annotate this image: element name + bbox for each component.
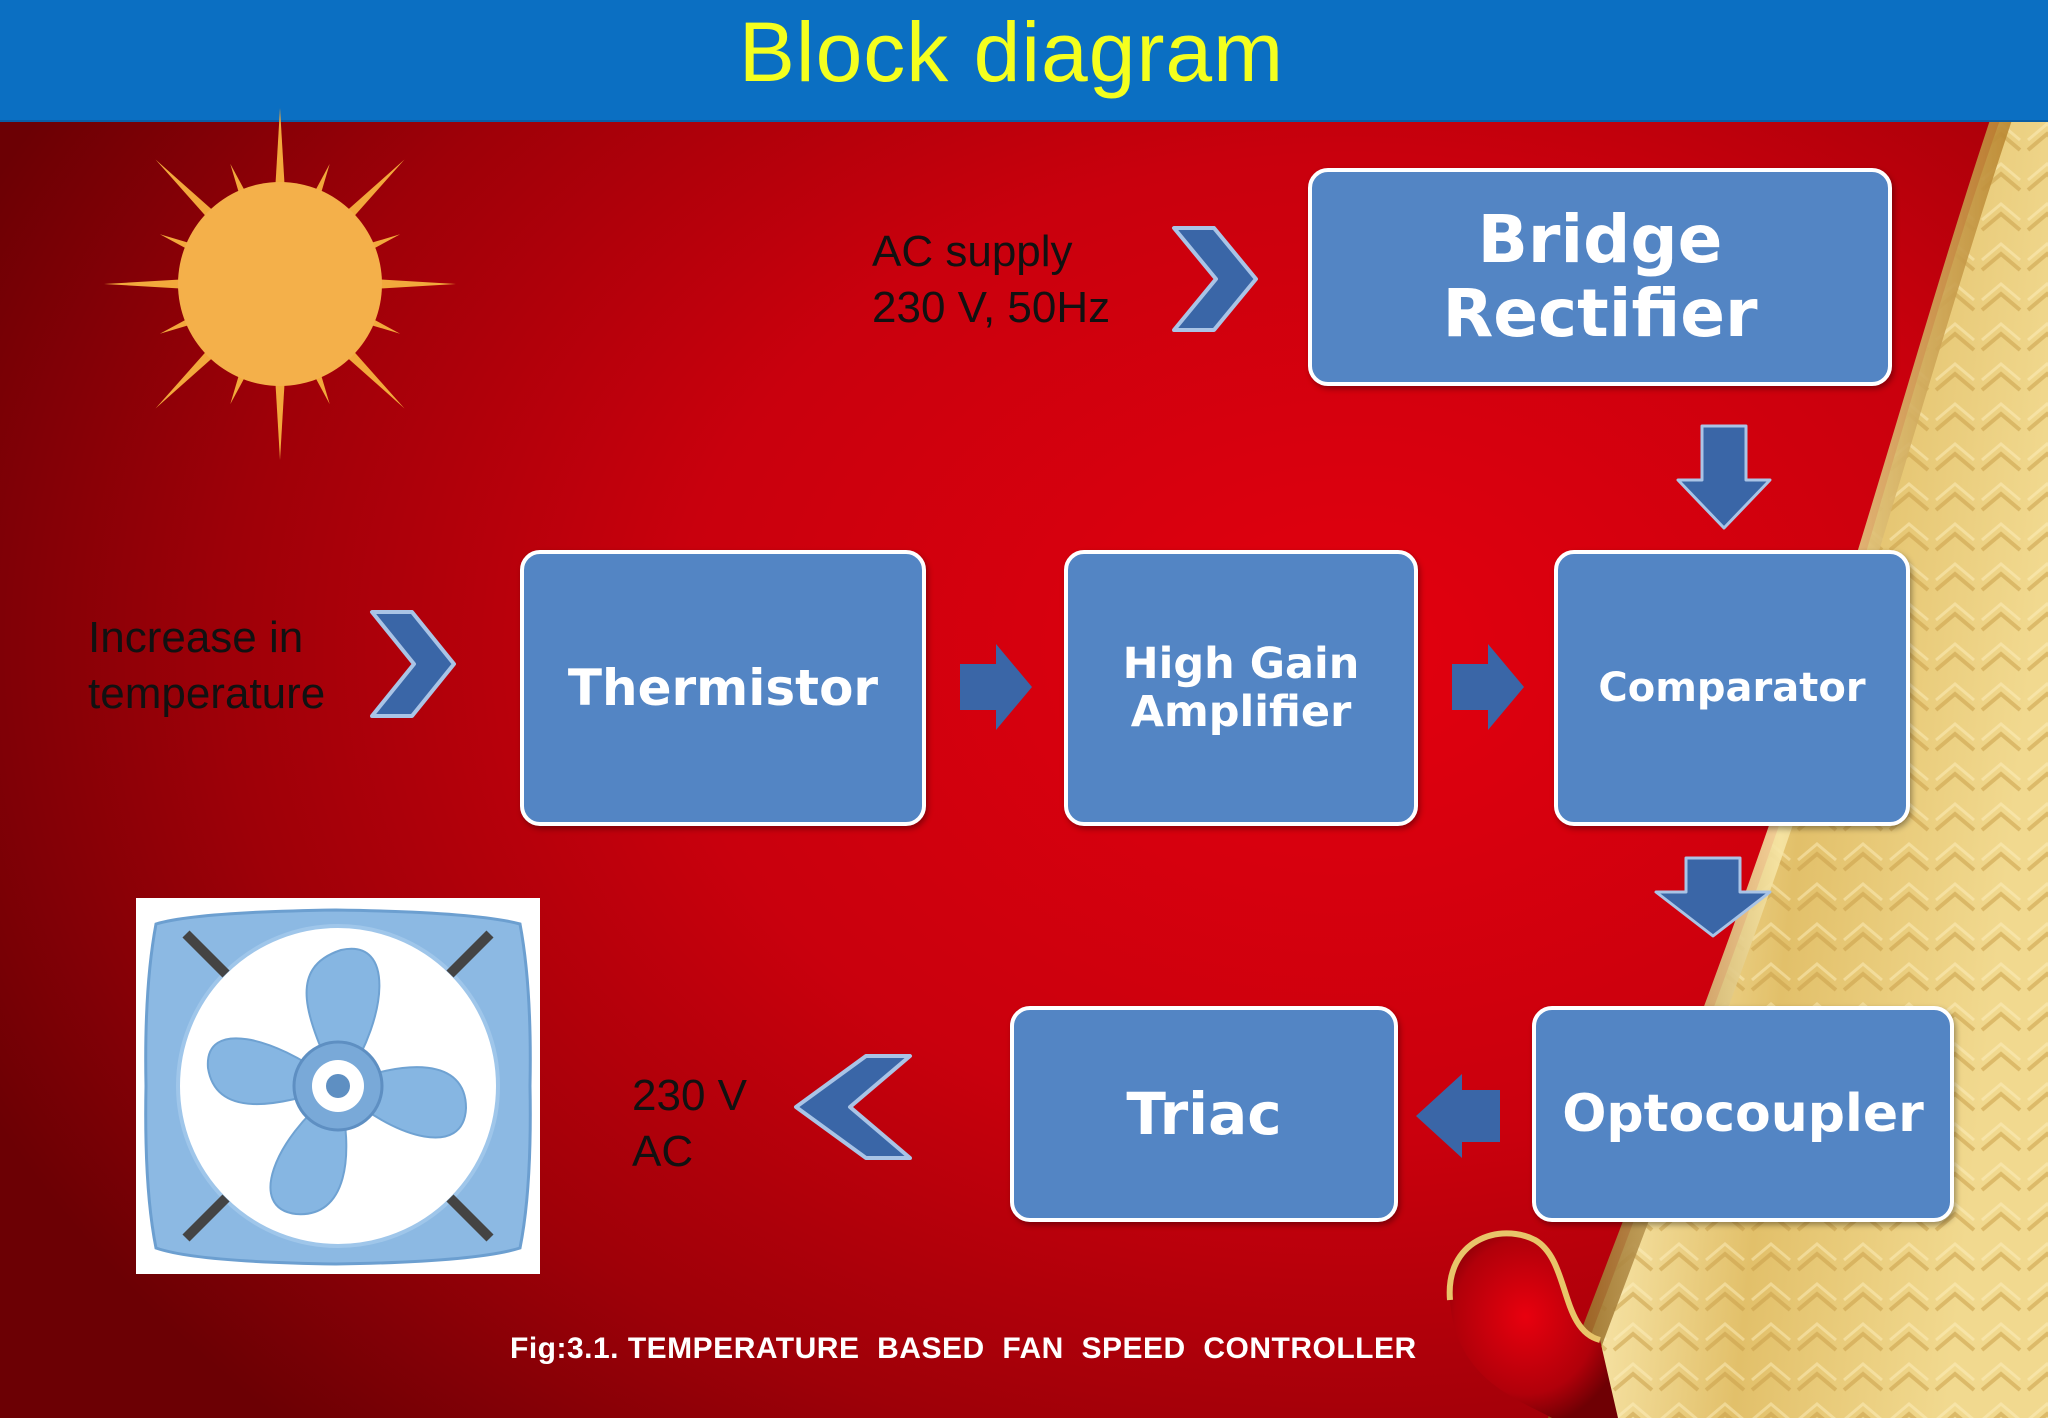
chevron-right-icon — [370, 610, 456, 718]
triac-block: Triac — [1010, 1006, 1398, 1222]
comparator-block: Comparator — [1554, 550, 1910, 826]
exhaust-fan-icon — [144, 908, 532, 1266]
exhaust-fan-image — [136, 898, 540, 1274]
block-arrow-down-icon — [1654, 856, 1772, 938]
block-arrow-left-icon — [1416, 1074, 1500, 1158]
sun-icon — [104, 108, 456, 460]
figure-caption: Fig:3.1. TEMPERATURE BASED FAN SPEED CON… — [510, 1332, 1417, 1365]
temperature-input-label: Increase in temperature — [88, 613, 326, 718]
block-arrow-down-icon — [1676, 424, 1772, 530]
bridge-rectifier-block: Bridge Rectifier — [1308, 168, 1892, 386]
title-band: Block diagram — [0, 0, 2048, 122]
block-arrow-right-icon — [960, 644, 1032, 730]
chevron-right-icon — [1172, 226, 1258, 332]
high-gain-amplifier-block: High Gain Amplifier — [1064, 550, 1418, 826]
ac-supply-label: AC supply 230 V, 50Hz — [872, 227, 1111, 332]
chevron-left-icon — [794, 1054, 912, 1160]
slide-title: Block diagram — [738, 5, 1285, 99]
block-arrow-right-icon — [1452, 644, 1524, 730]
ac-output-label: 230 V AC — [632, 1071, 747, 1176]
optocoupler-block: Optocoupler — [1532, 1006, 1954, 1222]
paper-curl — [1449, 1233, 1618, 1418]
thermistor-block: Thermistor — [520, 550, 926, 826]
